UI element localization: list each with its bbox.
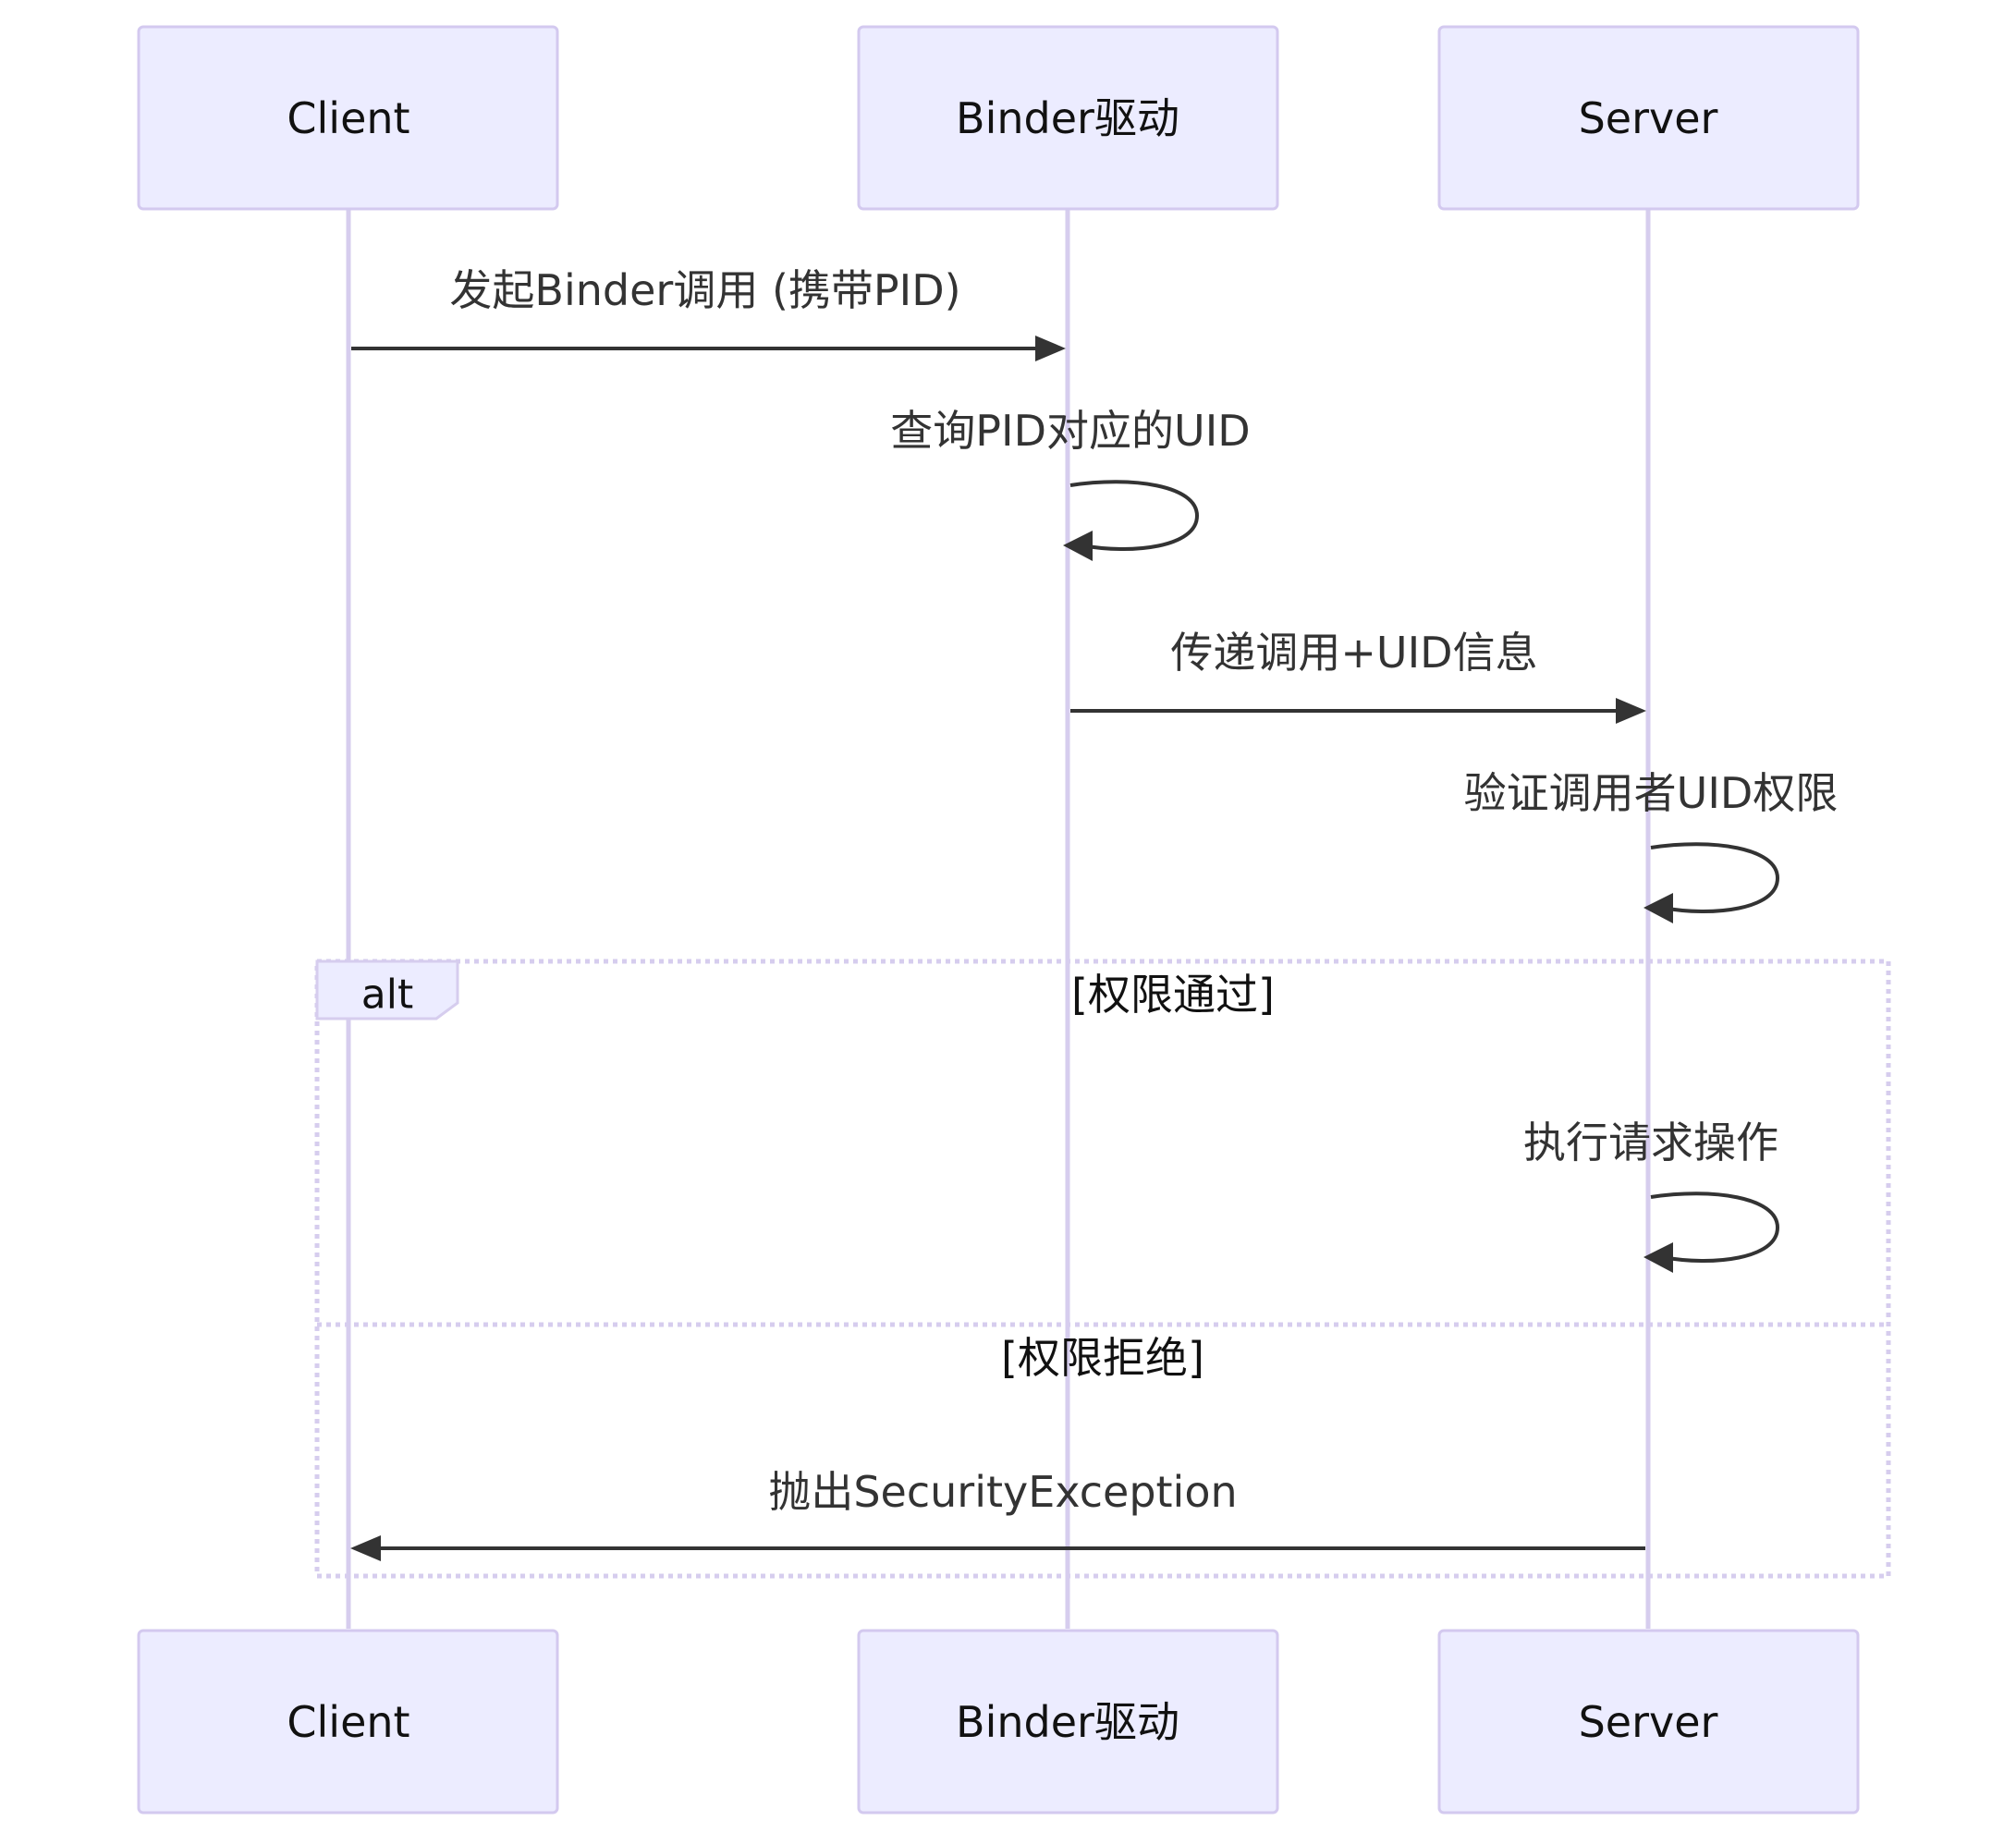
alt-condition-pass: [权限通过] — [1071, 970, 1275, 1020]
message-query-uid: 查询PID对应的UID — [890, 406, 1251, 561]
message-label: 传递调用+UID信息 — [1170, 628, 1537, 678]
alt-tab — [315, 959, 459, 1020]
actor-client-top: Client — [137, 25, 559, 211]
arrowhead-icon — [1063, 531, 1093, 561]
arrowhead-icon — [1035, 336, 1066, 361]
actor-binder-label: Binder驱动 — [956, 1697, 1179, 1747]
message-pass-call: 传递调用+UID信息 — [1070, 628, 1646, 724]
alt-condition-deny: [权限拒绝] — [1001, 1333, 1204, 1383]
message-label: 发起Binder调用 (携带PID) — [449, 265, 960, 315]
message-throw-exception: 抛出SecurityException — [350, 1467, 1645, 1561]
arrowhead-icon — [1616, 698, 1646, 724]
message-initiate-call: 发起Binder调用 (携带PID) — [351, 265, 1066, 361]
message-verify-permission: 验证调用者UID权限 — [1464, 768, 1839, 923]
actor-binder-label: Binder驱动 — [956, 93, 1179, 143]
arrowhead-icon — [350, 1535, 381, 1561]
actor-server-label: Server — [1579, 1697, 1718, 1747]
alt-keyword: alt — [361, 971, 413, 1019]
arrowhead-icon — [1643, 893, 1673, 923]
alt-fragment: alt [权限通过] [权限拒绝] — [314, 959, 1891, 1579]
actor-server-bottom: Server — [1437, 1629, 1860, 1815]
actor-binder-top: Binder驱动 — [857, 25, 1279, 211]
actor-server-label: Server — [1579, 93, 1718, 143]
message-label: 验证调用者UID权限 — [1464, 768, 1839, 818]
actor-client-label: Client — [287, 93, 409, 143]
actor-client-label: Client — [287, 1697, 409, 1747]
message-label: 抛出SecurityException — [768, 1467, 1237, 1517]
message-execute-request: 执行请求操作 — [1523, 1118, 1780, 1273]
message-label: 查询PID对应的UID — [890, 406, 1250, 456]
actor-binder-bottom: Binder驱动 — [857, 1629, 1279, 1815]
actor-server-top: Server — [1437, 25, 1860, 211]
message-label: 执行请求操作 — [1523, 1118, 1778, 1167]
actor-client-bottom: Client — [137, 1629, 559, 1815]
arrowhead-icon — [1643, 1242, 1673, 1273]
